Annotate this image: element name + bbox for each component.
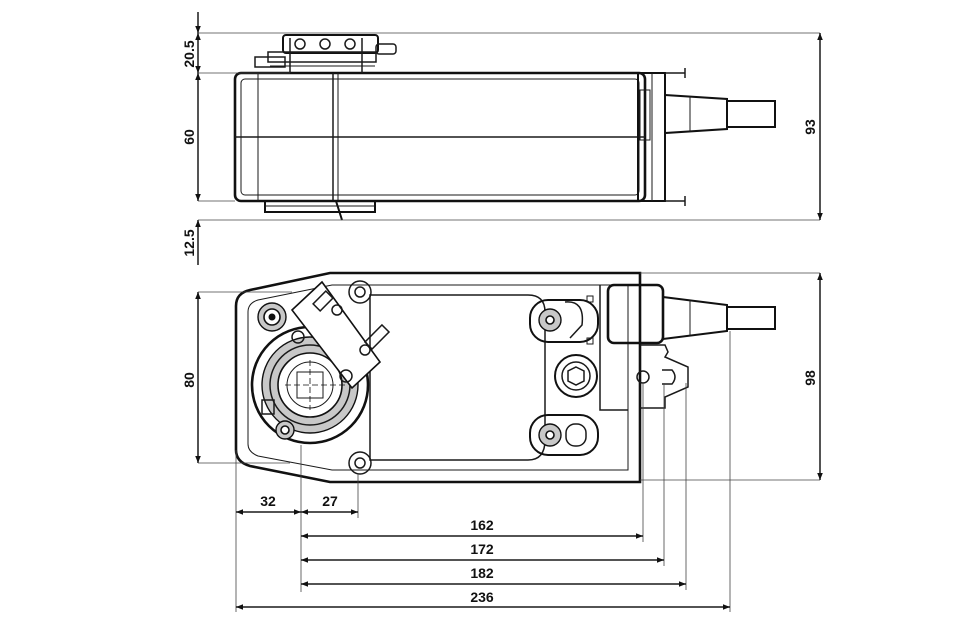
dim-236: 236 (470, 589, 494, 605)
dim-172: 172 (470, 541, 494, 557)
dim-top-total: 93 (802, 119, 818, 135)
dim-front-height: 80 (181, 372, 197, 388)
dim-top-bottom: 12.5 (181, 229, 197, 256)
top-view (233, 34, 776, 221)
dim-32: 32 (260, 493, 276, 509)
top-dimensions (195, 12, 823, 265)
dim-top-height: 60 (181, 129, 197, 145)
front-dimensions (195, 272, 823, 612)
dim-top-offset: 20.5 (181, 40, 197, 67)
dim-27: 27 (322, 493, 338, 509)
front-view (234, 271, 776, 484)
dim-front-total: 98 (802, 370, 818, 386)
dim-182: 182 (470, 565, 494, 581)
dim-162: 162 (470, 517, 494, 533)
